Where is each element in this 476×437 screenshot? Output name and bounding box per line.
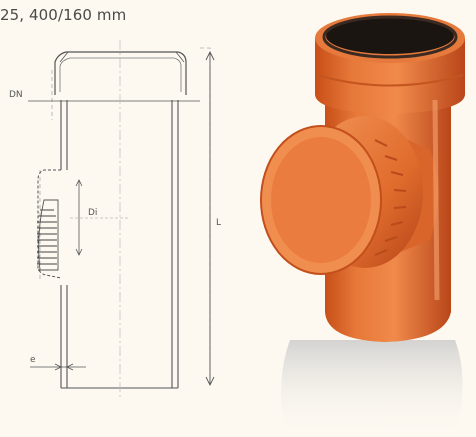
technical-drawing: DN Di L e bbox=[9, 40, 221, 400]
socket-inner bbox=[59, 57, 182, 92]
socket-opening bbox=[326, 18, 454, 54]
body-highlight bbox=[432, 99, 440, 301]
dn-label: DN bbox=[9, 90, 23, 100]
e-arrows bbox=[54, 363, 74, 371]
di-arrows bbox=[75, 179, 83, 256]
drawing-envelope bbox=[39, 47, 211, 385]
socket-ring bbox=[316, 74, 464, 87]
e-label: e bbox=[30, 355, 36, 365]
screw-cap bbox=[260, 116, 423, 275]
photo-reflection bbox=[281, 340, 463, 437]
l-label: L bbox=[216, 218, 221, 228]
socket-outline bbox=[54, 51, 187, 95]
pipe-walls bbox=[60, 100, 179, 389]
socket-seal bbox=[322, 15, 458, 59]
cap-grip-ribs bbox=[374, 139, 407, 256]
di-label: Di bbox=[88, 208, 97, 218]
product-caption: 25, 400/160 mm bbox=[0, 6, 127, 24]
l-arrows bbox=[205, 50, 215, 387]
product-photo bbox=[260, 13, 465, 437]
branch-outline bbox=[37, 169, 62, 279]
cap-profile bbox=[38, 199, 59, 271]
socket-arrows bbox=[59, 51, 185, 63]
